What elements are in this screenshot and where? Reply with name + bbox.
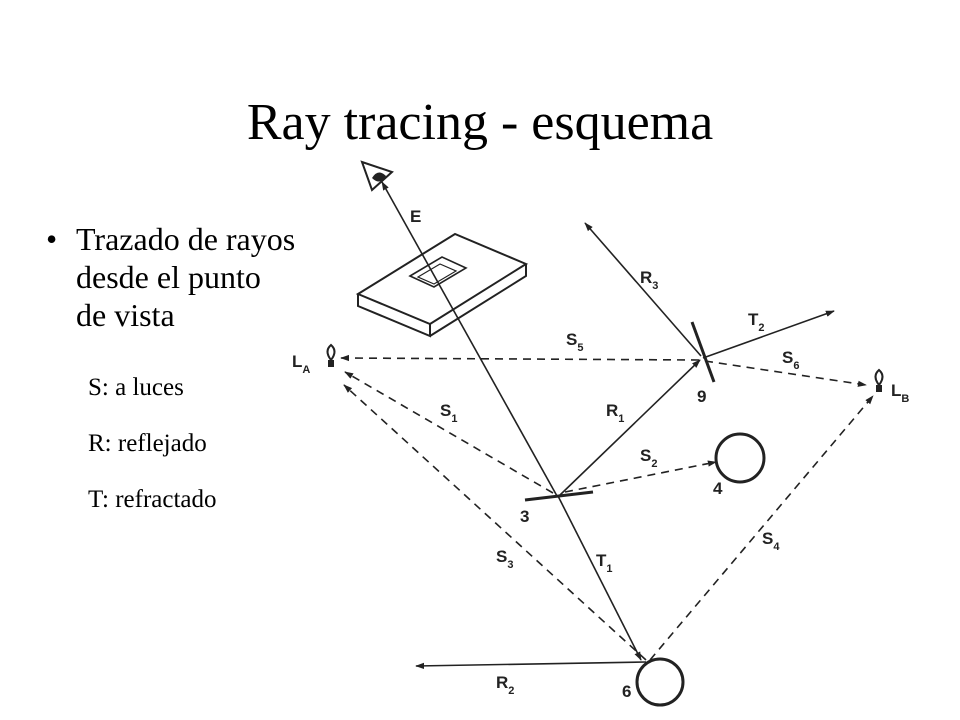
ray-r2 — [415, 661, 647, 670]
ray-s2 — [564, 460, 717, 493]
label-9: 9 — [697, 387, 706, 406]
ray-t1 — [557, 495, 642, 661]
label-4: 4 — [713, 479, 723, 498]
ray-s1 — [344, 371, 554, 494]
label-r3: R3 — [640, 268, 658, 292]
bullet-list: Trazado de rayos desde el punto de vista… — [46, 220, 296, 513]
ray-s4 — [649, 395, 874, 661]
ray-t2 — [702, 310, 835, 359]
label-t2: T2 — [748, 310, 765, 334]
label-s2: S2 — [640, 446, 657, 470]
light-a-icon — [326, 343, 336, 367]
label-s5: S5 — [566, 330, 583, 354]
ray-r3 — [584, 222, 702, 357]
light-b-icon — [874, 368, 884, 392]
label-s6: S6 — [782, 348, 799, 372]
label-t1: T1 — [596, 551, 613, 575]
label-6: 6 — [622, 682, 631, 701]
ray-e — [381, 181, 558, 497]
label-s3: S3 — [496, 547, 513, 571]
sub-bullet-s: S: a luces — [88, 374, 184, 401]
ray-r1 — [559, 359, 701, 496]
view-plane — [355, 232, 529, 338]
label-3: 3 — [520, 507, 529, 526]
sub-bullet-r: R: reflejado — [88, 430, 207, 457]
ray-s5 — [340, 354, 700, 362]
bullet-main: Trazado de rayos desde el punto de vista — [46, 220, 296, 334]
label-e: E — [410, 207, 421, 226]
sub-bullet-t: T: refractado — [88, 486, 217, 513]
object-6 — [635, 657, 685, 707]
label-s1: S1 — [440, 401, 457, 425]
slide-title: Ray tracing - esquema — [246, 94, 714, 151]
eye-icon — [360, 160, 394, 192]
label-lb: LB — [891, 381, 909, 405]
surface-3 — [524, 490, 594, 502]
label-r2: R2 — [496, 673, 514, 697]
label-r1: R1 — [606, 401, 624, 425]
surface-9 — [690, 321, 716, 383]
label-s4: S4 — [762, 529, 780, 553]
object-4 — [714, 432, 766, 484]
ray-s3 — [343, 384, 647, 661]
label-la: LA — [292, 352, 310, 376]
